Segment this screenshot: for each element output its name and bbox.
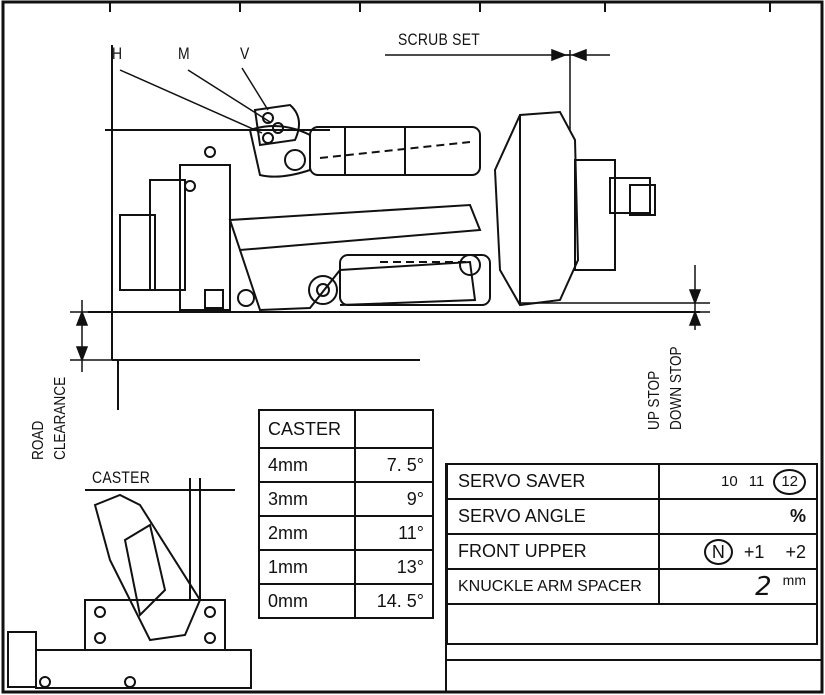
servo-saver-option: 10: [721, 472, 738, 490]
setup-table: SERVO SAVER 10 11 12 SERVO ANGLE % FRONT…: [446, 463, 818, 645]
front-upper-selected: N: [703, 538, 733, 565]
setup-value-knuckle-arm-spacer: 2 mm: [658, 568, 818, 605]
setup-value-servo-angle: %: [658, 498, 818, 535]
servo-saver-selected: 12: [773, 468, 806, 495]
table-row: FRONT UPPER N +1 +2: [446, 533, 818, 570]
setup-frame-lines: [445, 463, 822, 692]
label-v: V: [240, 44, 250, 63]
table-row: 2mm 11°: [258, 515, 434, 551]
setup-value-servo-saver: 10 11 12: [658, 463, 818, 500]
caster-table-header: CASTER: [258, 409, 356, 449]
table-row: 1mm 13°: [258, 549, 434, 585]
caster-angle: 13°: [354, 549, 434, 585]
setup-key-knuckle-arm-spacer: KNUCKLE ARM SPACER: [446, 568, 660, 605]
scrub-set-dimension: [385, 48, 610, 130]
knuckle-spacer-unit: mm: [782, 571, 806, 588]
upper-shock: [204, 103, 481, 178]
table-row: 3mm 9°: [258, 481, 434, 517]
caster-table: CASTER 4mm 7. 5° 3mm 9° 2mm 11° 1mm 13° …: [258, 409, 434, 619]
caster-table-header-blank: [354, 409, 434, 449]
road-clearance-dimension: [70, 300, 112, 372]
lower-arm: [228, 203, 491, 312]
chassis-outline: [88, 45, 700, 410]
table-row: 4mm 7. 5°: [258, 447, 434, 483]
table-row: SERVO ANGLE %: [446, 498, 818, 535]
table-row: 0mm 14. 5°: [258, 583, 434, 619]
bulkhead: [119, 164, 255, 311]
caster-offset: 4mm: [258, 447, 356, 483]
label-caster: CASTER: [92, 468, 151, 487]
caster-offset: 3mm: [258, 481, 356, 517]
label-down-stop: DOWN STOP: [668, 346, 685, 430]
table-row: KNUCKLE ARM SPACER 2 mm: [446, 568, 818, 605]
table-row: [446, 603, 818, 645]
servo-saver-option: 11: [748, 472, 765, 490]
table-row: SERVO SAVER 10 11 12: [446, 463, 818, 500]
caster-angle: 14. 5°: [354, 583, 434, 619]
caster-offset: 2mm: [258, 515, 356, 551]
setup-key-servo-angle: SERVO ANGLE: [446, 498, 660, 535]
hmv-leaders: [119, 67, 271, 134]
caster-offset: 0mm: [258, 583, 356, 619]
front-upper-option: +1: [743, 541, 765, 562]
caster-table-header-row: CASTER: [258, 409, 434, 449]
setup-value-front-upper: N +1 +2: [658, 533, 818, 570]
setup-key-servo-saver: SERVO SAVER: [446, 463, 660, 500]
setup-key-front-upper: FRONT UPPER: [446, 533, 660, 570]
front-upper-option: +2: [785, 541, 806, 562]
setup-empty-cell: [659, 603, 818, 645]
stop-dimension: [520, 265, 710, 330]
caster-detail: [7, 478, 252, 689]
setup-empty-cell: [446, 603, 659, 645]
title-strip-ticks: [109, 2, 771, 12]
label-up-stop: UP STOP: [646, 370, 663, 430]
label-scrub-set: SCRUB SET: [398, 30, 480, 49]
wheel-hub: [493, 110, 656, 307]
caster-angle: 9°: [354, 481, 434, 517]
servo-angle-unit: %: [789, 506, 806, 526]
caster-angle: 11°: [354, 515, 434, 551]
knuckle-spacer-value: 2: [755, 571, 772, 602]
caster-angle: 7. 5°: [354, 447, 434, 483]
caster-offset: 1mm: [258, 549, 356, 585]
label-road-clearance-2: CLEARANCE: [52, 376, 69, 460]
label-h: H: [112, 44, 123, 63]
label-road-clearance-1: ROAD: [30, 420, 47, 460]
label-m: M: [178, 44, 190, 63]
